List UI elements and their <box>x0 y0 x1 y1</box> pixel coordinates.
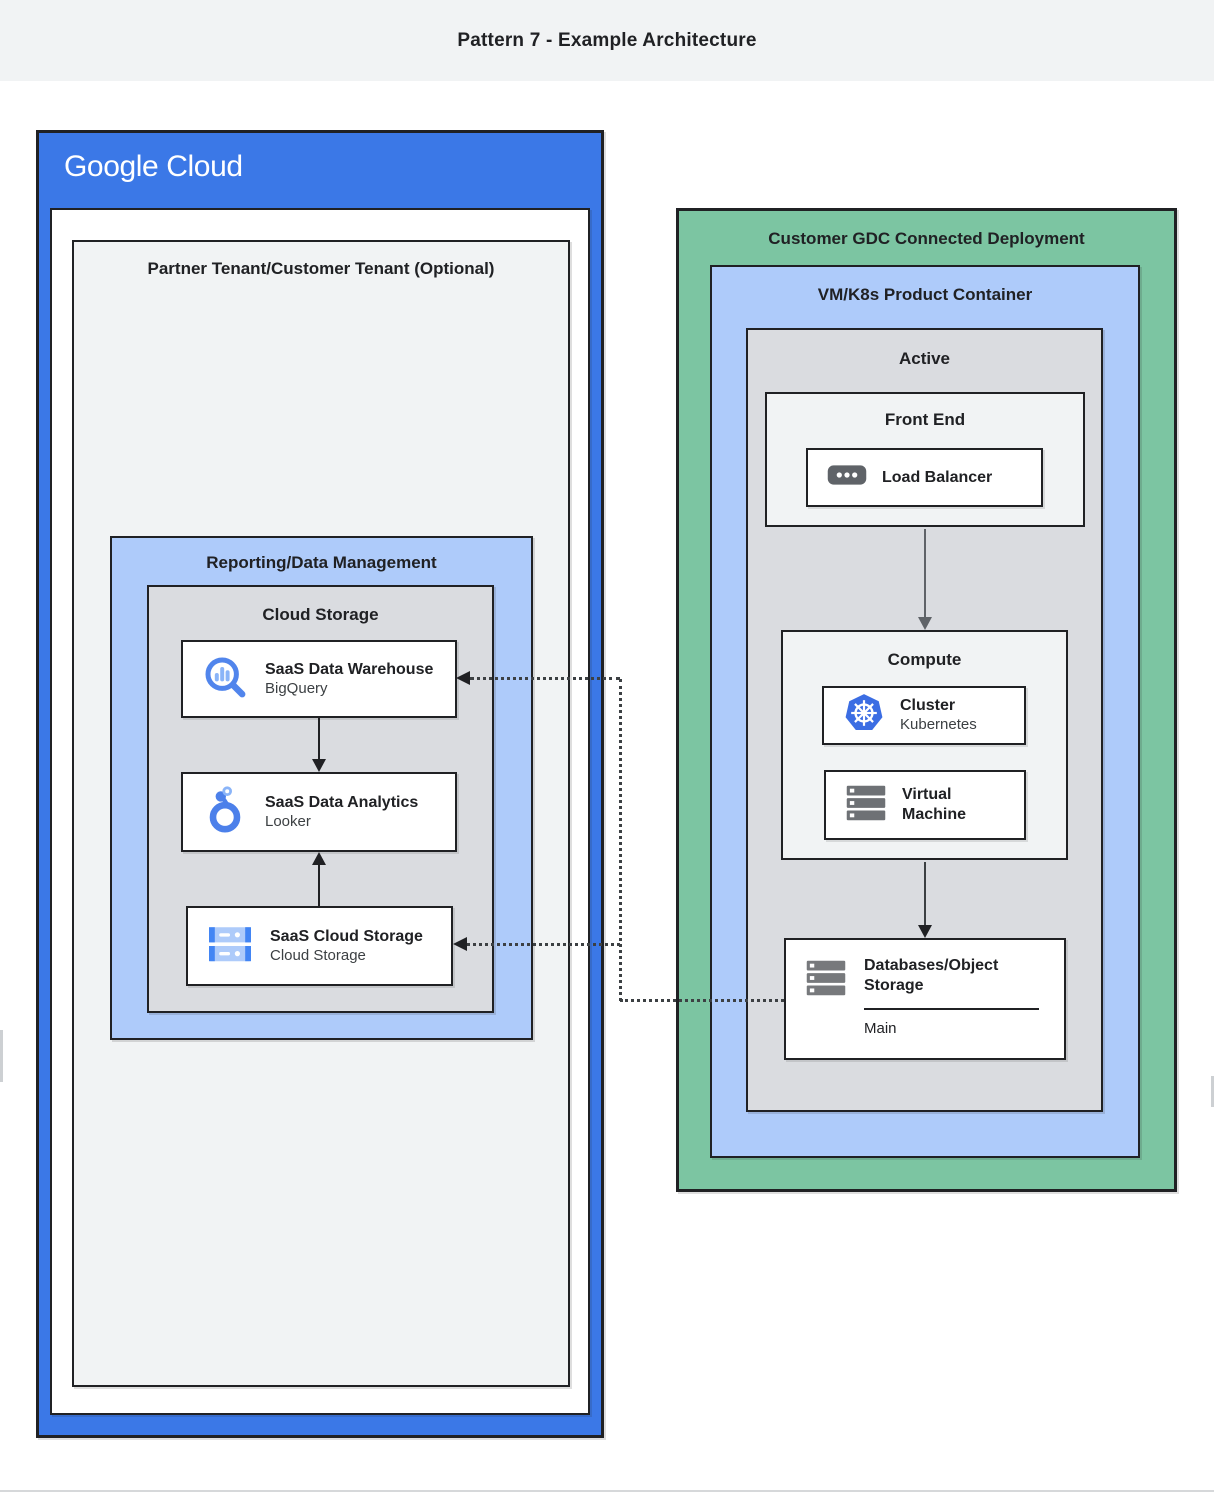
kubernetes-icon <box>842 691 886 740</box>
partner-tenant-label: Partner Tenant/Customer Tenant (Optional… <box>147 259 495 278</box>
dotted-connector-to-warehouse <box>470 677 620 680</box>
storage-to-analytics-line <box>318 864 320 906</box>
cloud-storage-group-label: Cloud Storage <box>262 605 379 624</box>
databases-icon <box>804 956 848 1005</box>
reporting-data-management-label: Reporting/Data Management <box>206 553 437 572</box>
saas-data-warehouse-subtitle: BigQuery <box>265 679 328 697</box>
databases-object-storage-title: Databases/Object Storage <box>864 957 999 994</box>
databases-footer: Main <box>864 1020 897 1037</box>
frontend-to-compute-line <box>924 529 926 619</box>
load-balancer-card: Load Balancer <box>806 448 1043 507</box>
saas-data-analytics-subtitle: Looker <box>265 812 311 830</box>
saas-cloud-storage-title: SaaS Cloud Storage <box>270 927 423 945</box>
load-balancer-title: Load Balancer <box>882 468 993 486</box>
dotted-warehouse-arrowhead <box>456 671 470 685</box>
saas-data-analytics-card: SaaS Data Analytics Looker <box>181 772 457 852</box>
warehouse-to-analytics-arrowhead <box>312 759 326 772</box>
frontend-to-compute-arrowhead <box>918 617 932 630</box>
storage-to-analytics-arrowhead <box>312 852 326 865</box>
virtual-machine-icon <box>844 781 888 830</box>
saas-data-warehouse-card: SaaS Data Warehouse BigQuery <box>181 640 457 718</box>
compute-to-databases-line <box>924 862 926 926</box>
left-page-tick <box>0 1030 3 1082</box>
google-cloud-logo: Google Cloud <box>64 150 243 184</box>
vmk8s-product-container-label: VM/K8s Product Container <box>817 285 1033 304</box>
right-page-tick <box>1211 1076 1214 1107</box>
saas-data-analytics-title: SaaS Data Analytics <box>265 793 419 811</box>
dotted-storage-arrowhead <box>453 937 467 951</box>
dotted-connector-vertical <box>619 679 622 1001</box>
saas-cloud-storage-subtitle: Cloud Storage <box>270 946 366 964</box>
looker-icon <box>201 785 249 839</box>
load-balancer-icon <box>826 462 868 493</box>
saas-cloud-storage-card: SaaS Cloud Storage Cloud Storage <box>186 906 453 986</box>
cluster-title: Cluster <box>900 697 956 715</box>
bigquery-icon <box>201 653 249 706</box>
front-end-label: Front End <box>884 410 966 429</box>
virtual-machine-card: Virtual Machine <box>824 770 1026 840</box>
dotted-connector-to-storage <box>467 943 620 946</box>
cluster-subtitle: Kubernetes <box>900 716 977 734</box>
dotted-connector-from-databases <box>620 999 784 1002</box>
gdc-deployment-label: Customer GDC Connected Deployment <box>768 229 1085 248</box>
saas-data-warehouse-title: SaaS Data Warehouse <box>265 660 434 678</box>
databases-divider <box>864 1008 1039 1010</box>
page-title: Pattern 7 - Example Architecture <box>457 29 757 51</box>
diagram-header: Pattern 7 - Example Architecture <box>0 0 1214 81</box>
cluster-card: Cluster Kubernetes <box>822 686 1026 745</box>
cloud-storage-icon <box>206 920 254 973</box>
compute-to-databases-arrowhead <box>918 925 932 938</box>
compute-label: Compute <box>887 650 962 669</box>
warehouse-to-analytics-line <box>318 718 320 761</box>
google-cloud-logo-text: Google Cloud <box>64 150 243 183</box>
bottom-rule <box>0 1490 1214 1492</box>
databases-object-storage-card: Databases/Object Storage Main <box>784 938 1066 1060</box>
virtual-machine-title: Virtual Machine <box>902 786 967 823</box>
active-label: Active <box>898 349 951 368</box>
